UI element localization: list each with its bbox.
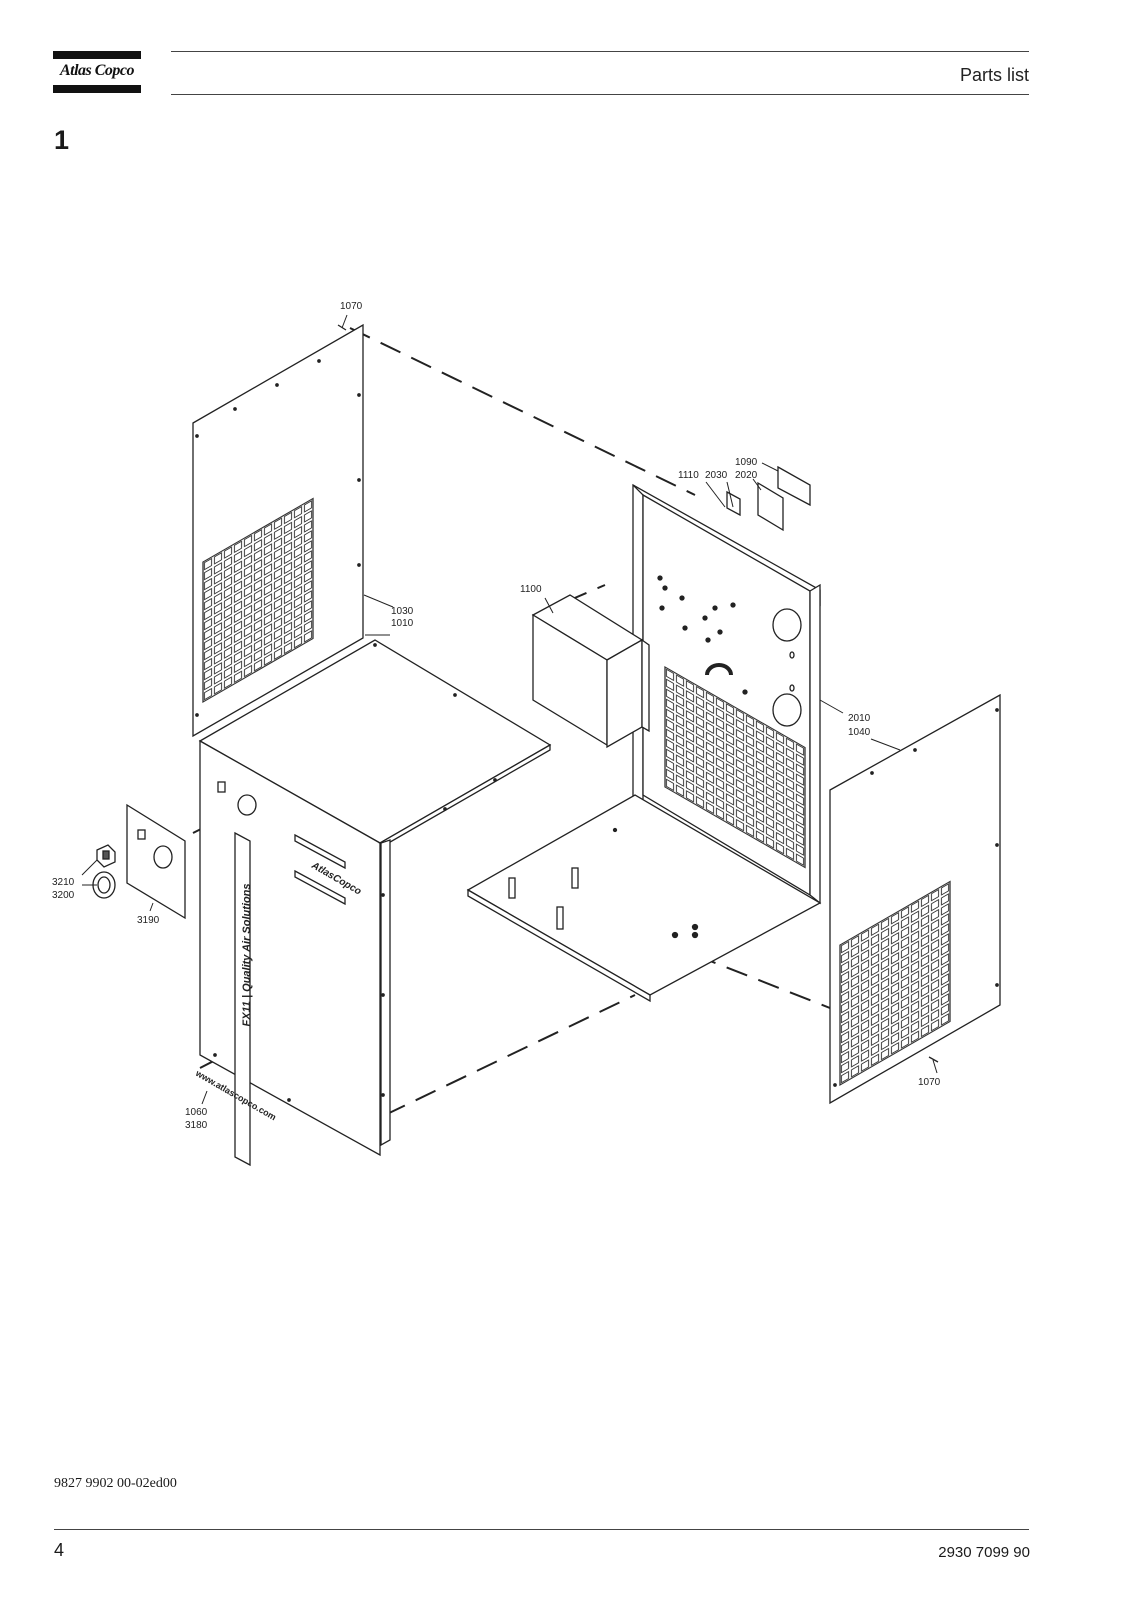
footer-rule — [54, 1529, 1029, 1530]
section-number: 1 — [54, 125, 70, 155]
leader-lines — [81, 314, 938, 1105]
electrical-box — [531, 594, 650, 749]
logo-top-bar — [53, 51, 141, 59]
gauge-component — [92, 871, 116, 899]
header-top-rule — [171, 51, 1029, 52]
rear-frame — [632, 483, 821, 905]
header-bottom-rule — [171, 94, 1029, 95]
atlas-copco-logo: Atlas Copco — [53, 51, 141, 93]
callout-1010: 1010 — [391, 618, 414, 629]
page-title: Parts list — [959, 65, 1029, 85]
logo-bottom-bar — [53, 85, 141, 93]
right-side-panel — [829, 693, 1001, 1105]
vertical-decal-strip: FX11 | Quality Air Solutions — [234, 831, 253, 1167]
control-panel-plate — [126, 803, 186, 920]
decal-text: FX11 | Quality Air Solutions — [241, 883, 253, 1026]
callout-1070-top: 1070 — [340, 301, 363, 312]
switch-component — [96, 844, 116, 868]
left-side-panel — [192, 323, 364, 738]
callout-1060: 1060 — [185, 1107, 208, 1118]
label-items — [726, 465, 811, 532]
callout-1040: 1040 — [848, 727, 871, 738]
callout-1030: 1030 — [391, 606, 414, 617]
callout-2030: 2030 — [705, 470, 728, 481]
callout-3190: 3190 — [137, 915, 160, 926]
part-number: 2930 7099 90 — [938, 1544, 1030, 1561]
logo-text: Atlas Copco — [59, 62, 135, 79]
page-number: 4 — [54, 1540, 65, 1560]
screw-1070-bottom — [928, 1056, 939, 1063]
callout-2020: 2020 — [735, 470, 758, 481]
callout-2010: 2010 — [848, 713, 871, 724]
exploded-view-diagram: AtlasCopco FX11 | Quality Air Solutions … — [52, 301, 1001, 1167]
callout-1100: 1100 — [520, 584, 542, 595]
callout-1110: 1110 — [678, 470, 699, 481]
callout-3210: 3210 — [52, 877, 75, 888]
screw-1070-top — [337, 324, 347, 331]
callout-3200: 3200 — [52, 890, 75, 901]
callout-3180: 3180 — [185, 1120, 208, 1131]
callout-1090: 1090 — [735, 457, 758, 468]
document-code: 9827 9902 00-02ed00 — [54, 1476, 177, 1491]
base-plate — [466, 794, 822, 1003]
callout-1070-bottom: 1070 — [918, 1077, 941, 1088]
